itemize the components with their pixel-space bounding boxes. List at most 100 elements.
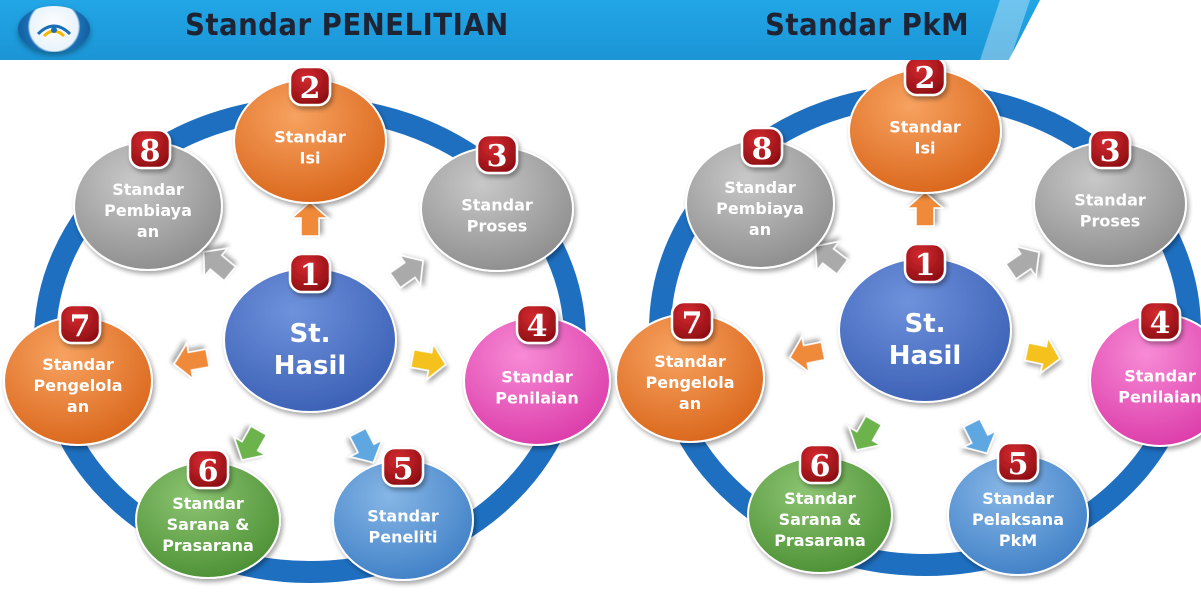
node-label-line: Pembiaya [104,201,192,220]
center-label-line: Hasil [889,341,962,371]
flow-arrow-icon [290,200,330,237]
node-label-line: Standar [724,178,796,197]
flow-arrow-icon [1023,335,1061,375]
flow-arrow-icon [905,190,945,227]
badge-number: 1 [915,248,936,283]
node-label-line: Sarana & [167,515,250,534]
badge-number: 8 [140,134,161,169]
flow-arrow-icon [788,334,826,374]
node-label-line: Standar [172,494,244,513]
number-badge [475,133,519,175]
node-label-line: Isi [915,139,936,158]
number-badge [515,303,559,345]
badge-number: 4 [1150,306,1171,341]
flow-arrow-icon [202,247,237,282]
number-badge [903,60,947,97]
node-label-line: Standar [367,507,439,526]
flow-arrow-icon [388,254,424,289]
node-label-line: Pelaksana [972,510,1064,529]
node-label-line: an [679,394,701,413]
number-badge [288,252,332,294]
right-diagram-title: Standar PkM [765,8,970,43]
flow-arrow-icon [1004,245,1040,280]
node-label-line: Prasarana [162,536,254,555]
number-badge [58,303,102,345]
node-label-line: Standar [112,180,184,199]
number-badge [1138,300,1182,342]
number-badge [798,443,842,485]
node-label-line: Pengelola [645,373,734,392]
badge-number: 3 [1100,134,1121,169]
number-badge [128,128,172,170]
node-label-line: Peneliti [369,528,438,547]
badge-number: 2 [300,71,321,106]
center-node: St.Hasil 1 [838,242,1012,403]
header-bar [0,0,1040,60]
node-label-line: Proses [467,217,528,236]
node-label-line: Standar [654,352,726,371]
node-label-line: Penilaian [495,389,578,408]
node-label-line: Prasarana [774,531,866,550]
badge-number: 3 [487,139,508,174]
node-label-line: Isi [300,149,321,168]
flow-arrow-icon [232,425,268,461]
left-diagram-title: Standar PENELITIAN [185,8,509,43]
center-label-line: St. [904,309,945,339]
badge-number: 6 [810,449,831,484]
number-badge [740,126,784,168]
number-badge [288,65,332,107]
center-label-line: St. [289,319,330,349]
node-label-line: Sarana & [779,510,862,529]
number-badge [381,446,425,488]
flow-arrow-icon [173,341,211,381]
node-label-line: an [67,397,89,416]
node-label-line: Proses [1080,212,1141,231]
badge-number: 8 [752,132,773,167]
flow-arrow-icon [847,414,883,451]
node-label-line: Standar [784,489,856,508]
badge-number: 1 [300,258,321,293]
node-label-line: Standar [889,118,961,137]
node-label-line: an [137,222,159,241]
badge-number: 7 [682,306,703,341]
number-badge [186,448,230,490]
badge-number: 7 [70,309,91,344]
node-label-line: Standar [461,196,533,215]
center-label-line: Hasil [274,351,347,381]
node-label-line: Standar [982,489,1054,508]
node-label-line: Pengelola [33,376,122,395]
node-label-line: Standar [1124,367,1196,386]
number-badge [903,242,947,284]
number-badge [996,441,1040,483]
badge-number: 5 [1008,447,1029,482]
node-label-line: Penilaian [1118,388,1201,407]
badge-number: 2 [915,61,936,96]
node-label-line: Pembiaya [716,199,804,218]
node-label-line: Standar [501,368,573,387]
center-node: St.Hasil 1 [223,252,397,413]
badge-number: 6 [198,454,219,489]
node-label-line: Standar [274,128,346,147]
node-label-line: Standar [1074,191,1146,210]
node-label-line: an [749,220,771,239]
community-service-standards-diagram: StandarIsi2StandarProses3StandarPenilaia… [615,60,1201,576]
flow-arrow-icon [961,417,998,455]
logo-emblem-icon [36,24,72,38]
number-badge [670,300,714,342]
number-badge [1088,128,1132,170]
research-standards-diagram: StandarIsi2StandarProses3StandarPenilaia… [3,65,611,583]
badge-number: 4 [527,309,548,344]
